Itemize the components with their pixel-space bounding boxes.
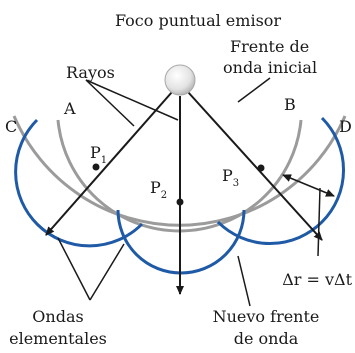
- wavelet-left: [16, 120, 142, 246]
- p3-label: P3: [222, 166, 239, 189]
- elementary-label-line2: elementales: [9, 329, 107, 348]
- initial-front-label-line1: Frente de: [230, 37, 309, 56]
- leader-initial-front: [238, 78, 270, 102]
- new-front-label-line1: Nuevo frente: [213, 307, 320, 326]
- p1-label: P1: [90, 143, 107, 166]
- rays-label: Rayos: [66, 63, 115, 82]
- leader-rays-left: [86, 80, 134, 126]
- point-p1: [93, 164, 100, 171]
- point-p3: [258, 165, 265, 172]
- leader-elementary-1: [58, 238, 90, 300]
- point-d-label: D: [339, 117, 352, 136]
- point-p2: [177, 199, 184, 206]
- p2-label: P2: [150, 178, 167, 201]
- ray-right: [188, 92, 322, 240]
- point-b-label: B: [284, 95, 296, 114]
- new-front-label-line2: de onda: [234, 329, 299, 348]
- leader-elementary-2: [90, 244, 124, 300]
- source-label: Foco puntual emisor: [115, 11, 281, 30]
- elementary-label-line1: Ondas: [32, 307, 83, 326]
- initial-front-label-line2: onda inicial: [223, 58, 317, 77]
- point-source: [165, 65, 195, 95]
- leader-delta: [318, 188, 320, 256]
- delta-r-label: Δr = vΔt: [282, 270, 352, 289]
- leader-new-front: [238, 256, 250, 306]
- point-a-label: A: [63, 99, 76, 118]
- point-c-label: C: [5, 117, 17, 136]
